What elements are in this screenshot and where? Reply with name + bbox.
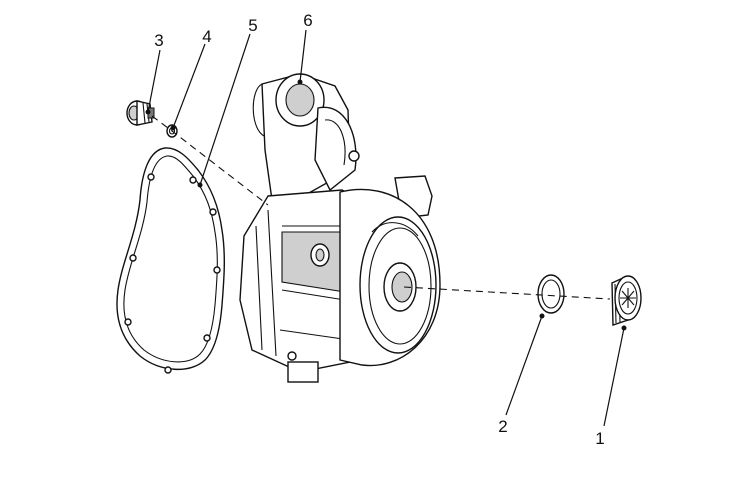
o-ring-icon xyxy=(537,274,565,314)
callout-6: 6 xyxy=(303,11,312,30)
leader-dot-6 xyxy=(297,79,303,85)
callout-3: 3 xyxy=(154,31,163,50)
leader-line-5 xyxy=(199,33,251,186)
leader-dot-5 xyxy=(197,182,203,188)
leader-dot-1 xyxy=(621,325,627,331)
leader-line-3 xyxy=(147,49,161,113)
gasket-icon xyxy=(116,147,226,374)
cover-housing-icon xyxy=(239,73,441,383)
leader-line-1 xyxy=(603,327,625,427)
callout-2: 2 xyxy=(498,417,507,436)
callout-1: 1 xyxy=(595,429,604,448)
leader-line-6 xyxy=(299,29,307,83)
leader-dot-2 xyxy=(539,313,545,319)
plug-cap-icon xyxy=(611,275,642,326)
assembly-line-upper xyxy=(151,115,269,206)
callout-5: 5 xyxy=(248,16,257,35)
leader-line-2 xyxy=(505,315,543,416)
leader-line-4 xyxy=(172,43,206,129)
callout-4: 4 xyxy=(202,27,211,46)
leader-dot-4 xyxy=(170,125,176,131)
assembly-line-right xyxy=(403,286,611,300)
leader-dot-3 xyxy=(145,109,151,115)
